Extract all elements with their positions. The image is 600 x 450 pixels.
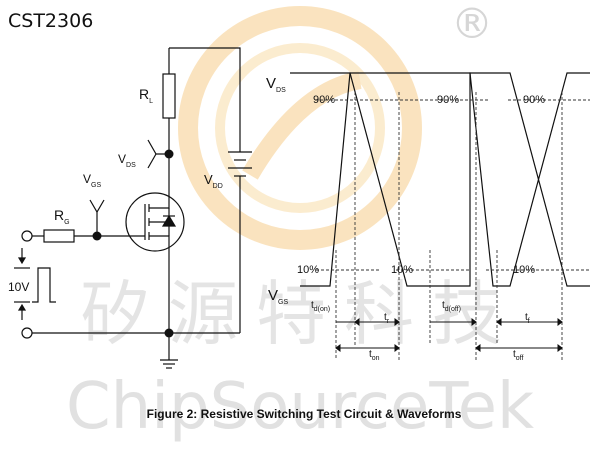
part-number: CST2306	[8, 10, 93, 32]
label-90-2: 90%	[437, 94, 459, 106]
vds-circuit-label: VDS	[118, 152, 136, 169]
label-10-2: 10%	[391, 264, 413, 276]
watermark-logo	[178, 6, 422, 250]
toff-label: toff	[513, 349, 523, 362]
rl-resistor	[162, 73, 176, 119]
rg-label: RG	[54, 207, 70, 226]
ton-label: ton	[369, 349, 380, 362]
watermark-english: ChipSourceTek	[66, 370, 534, 444]
registered-mark: ®	[451, 0, 493, 48]
top-wire	[169, 47, 241, 152]
vds-probe-arm	[147, 153, 157, 169]
waveform-guides	[315, 92, 590, 360]
gate-terminal	[21, 230, 33, 242]
td-on-label: td(on)	[311, 300, 330, 313]
pulse-waveform	[32, 267, 56, 303]
mosfet-diode	[161, 214, 177, 227]
rg-resistor	[43, 229, 75, 243]
mosfet-drain	[149, 180, 170, 209]
td-off-label: td(off)	[442, 300, 461, 313]
label-10-1: 10%	[297, 264, 319, 276]
vgs-circuit-label: VGS	[83, 172, 101, 189]
rl-label: RL	[139, 86, 153, 105]
vdd-label: VDD	[204, 172, 223, 190]
tf-label: tf	[525, 312, 530, 325]
ground-node	[164, 328, 174, 338]
label-90-1: 90%	[313, 94, 335, 106]
vds-waveform-label: VDS	[266, 75, 286, 94]
drain-node	[164, 149, 174, 159]
label-90-3: 90%	[523, 94, 545, 106]
pulse-amplitude-label: 10V	[8, 280, 29, 294]
label-10-3: 10%	[513, 264, 535, 276]
switching-waveforms	[290, 72, 590, 287]
mosfet-body	[125, 192, 185, 252]
figure-caption: Figure 2: Resistive Switching Test Circu…	[147, 407, 462, 421]
vgs-waveform	[300, 72, 590, 287]
watermark-chinese: 矽源特科技	[80, 273, 520, 355]
pulse-arrow-bottom-head	[17, 303, 27, 311]
vgs-waveform-label: VGS	[268, 287, 288, 306]
gate-node	[92, 231, 102, 241]
ground-terminal	[21, 327, 33, 339]
test-circuit	[14, 47, 252, 369]
pulse-arrow-top-head	[17, 257, 27, 265]
timing-arrows	[335, 318, 563, 352]
vgs-probe	[89, 199, 105, 214]
tr-label: tr	[384, 312, 390, 325]
